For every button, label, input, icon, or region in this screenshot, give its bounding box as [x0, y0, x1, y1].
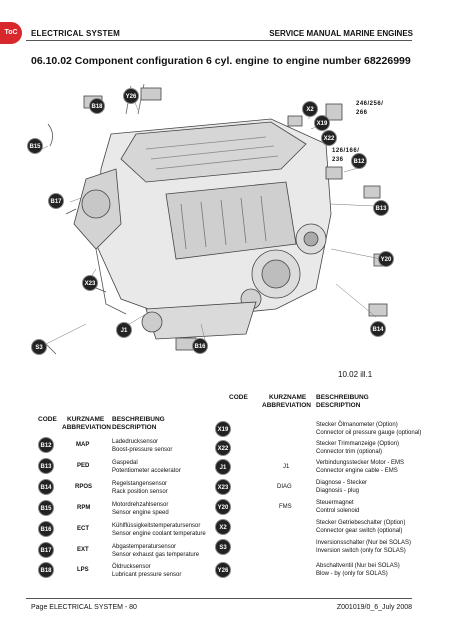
left-row-en: Boost-pressure sensor — [112, 447, 173, 453]
engine-number-label-1: 246/256/ — [356, 101, 384, 107]
code-badge-Y26: Y26 — [215, 562, 231, 578]
left-head-abbr: ABBREVIATION — [62, 424, 111, 431]
left-row-de: Ladedrucksensor — [112, 439, 159, 445]
right-row-de: Verbindungsstecker Motor - EMS — [316, 460, 405, 466]
left-row-abbr: ECT — [77, 526, 89, 532]
right-row-abbr: DIAG — [277, 484, 292, 490]
right-head-besch: BESCHREIBUNG — [316, 394, 369, 401]
callout-X2: X2 — [302, 101, 318, 117]
right-head-kurz: KURZNAME — [269, 394, 307, 401]
left-row-en: Lubricant pressure sensor — [112, 572, 182, 578]
right-row-de: Stecker Öl­manometer (Option) — [316, 422, 398, 428]
left-row-de: Abgastemperatursensor — [112, 544, 177, 550]
left-row-abbr: RPOS — [75, 484, 93, 490]
right-row-en: Connector oil pressure gauge (optional) — [316, 430, 422, 436]
toc-badge[interactable]: ToC — [0, 22, 22, 44]
right-row-de: Stecker Getriebeschalter (Option) — [316, 520, 406, 526]
code-badge-B17: B17 — [38, 542, 54, 558]
engine-number-label-4: 236 — [332, 157, 344, 163]
right-head-code: CODE — [229, 394, 248, 401]
code-badge-B12: B12 — [38, 437, 54, 453]
left-head-besch: BESCHREIBUNG — [112, 416, 165, 423]
right-row-en: Blow - by (only for SOLAS) — [316, 571, 388, 577]
left-row-abbr: RPM — [77, 505, 91, 511]
callout-B16: B16 — [192, 338, 208, 354]
callout-B15: B15 — [27, 138, 43, 154]
left-row-en: Sensor engine speed — [112, 510, 169, 516]
left-row-en: Sensor engine coolant temperature — [112, 531, 206, 537]
left-head-desc: DESCRIPTION — [112, 424, 157, 431]
code-badge-X19: X19 — [215, 421, 231, 437]
callout-B12: B12 — [351, 153, 367, 169]
code-badge-X2: X2 — [215, 519, 231, 535]
left-row-abbr: MAP — [76, 442, 90, 448]
left-head-kurz: KURZNAME — [67, 416, 105, 423]
footer-rule — [26, 598, 412, 599]
left-row-de: Gaspedal — [112, 460, 138, 466]
header-manual-title: SERVICE MANUAL MARINE ENGINES — [269, 29, 413, 38]
code-badge-B15: B15 — [38, 500, 54, 516]
left-head-code: CODE — [38, 416, 57, 423]
header-rule — [26, 40, 412, 41]
right-row-en: Connector gear switch (optional) — [316, 528, 403, 534]
right-row-abbr: J1 — [283, 464, 290, 470]
right-row-en: Inversion switch (only for SOLAS) — [316, 548, 406, 554]
code-badge-B14: B14 — [38, 479, 54, 495]
callout-B18: B18 — [89, 98, 105, 114]
code-badge-Y20: Y20 — [215, 499, 231, 515]
code-badge-B13: B13 — [38, 458, 54, 474]
right-row-de: Diagnose - Stecker — [316, 480, 368, 486]
left-row-abbr: EXT — [77, 547, 89, 553]
callout-S3: S3 — [31, 339, 47, 355]
section-title: 06.10.02 Component configuration 6 cyl. … — [31, 55, 270, 67]
callout-B17: B17 — [48, 193, 64, 209]
left-row-de: Motordrehzahlsensor — [112, 502, 169, 508]
engine-illustration — [35, 83, 389, 355]
right-row-en: Diagnosis - plug — [316, 488, 360, 494]
code-badge-B18: B18 — [38, 562, 54, 578]
right-row-de: Stecker Trimmanzeige (Option) — [316, 441, 400, 447]
code-badge-J1: J1 — [215, 459, 231, 475]
left-row-abbr: LPS — [77, 567, 89, 573]
right-row-de: Steuermagnet — [316, 500, 354, 506]
code-badge-X22: X22 — [215, 440, 231, 456]
right-row-de: Inversionsschalter (Nur bei SOLAS) — [316, 540, 412, 546]
right-head-desc: DESCRIPTION — [316, 402, 361, 409]
footer-page: Page ELECTRICAL SYSTEM - 80 — [31, 604, 137, 611]
right-row-en: Control solenoid — [316, 508, 360, 514]
callout-B13: B13 — [373, 200, 389, 216]
left-row-de: Öldrucksensor — [112, 564, 151, 570]
left-row-de: Regelstangensensor — [112, 481, 168, 487]
right-head-abbr: ABBREVIATION — [262, 402, 311, 409]
callout-X19: X19 — [314, 115, 330, 131]
left-row-en: Potentiometer accelerator — [112, 468, 181, 474]
callout-Y26: Y26 — [123, 88, 139, 104]
engine-number-label-3: 126/166/ — [332, 148, 360, 154]
code-badge-B16: B16 — [38, 521, 54, 537]
left-row-en: Rack position sensor — [112, 489, 168, 495]
right-row-abbr: FMS — [279, 504, 292, 510]
left-row-de: Kühlflüssigkeitstemperatursensor — [112, 523, 201, 529]
code-badge-S3: S3 — [215, 539, 231, 555]
callout-X23: X23 — [82, 275, 98, 291]
illustration-number: 10.02 ill.1 — [338, 370, 373, 379]
callout-B14: B14 — [370, 321, 386, 337]
right-row-en: Connector trim (optional) — [316, 449, 383, 455]
left-row-en: Sensor exhaust gas temperature — [112, 552, 200, 558]
footer-doc-id: Z001019/0_6_July 2008 — [336, 604, 412, 611]
callout-J1: J1 — [116, 322, 132, 338]
right-row-de: Abschaltventil (Nur bei SOLAS) — [316, 563, 400, 569]
callout-Y20: Y20 — [378, 251, 394, 267]
header-chapter: ELECTRICAL SYSTEM — [31, 29, 121, 38]
section-engine-range: to engine number 68226999 — [273, 55, 411, 67]
code-badge-X23: X23 — [215, 479, 231, 495]
left-row-abbr: PED — [77, 463, 90, 469]
engine-number-label-2: 266 — [356, 110, 368, 116]
right-row-en: Connector engine cable - EMS — [316, 468, 398, 474]
callout-X22: X22 — [321, 130, 337, 146]
